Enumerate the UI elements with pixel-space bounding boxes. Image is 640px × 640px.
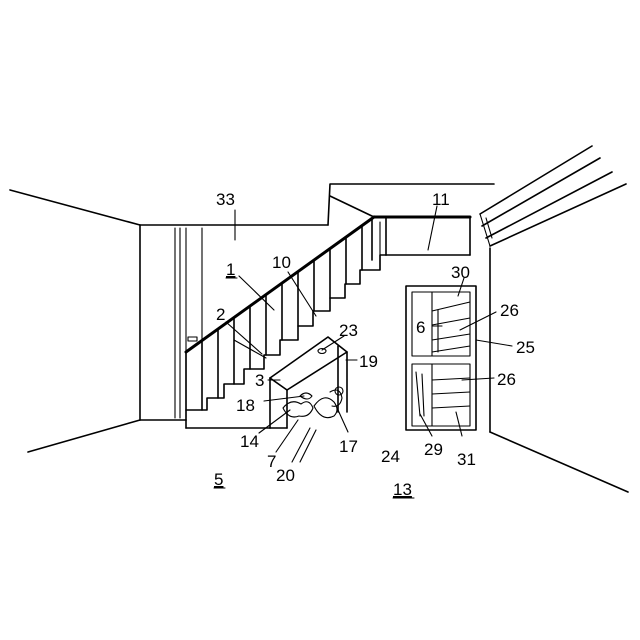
label-5: 5 [214, 470, 223, 489]
label-11: 11 [432, 190, 450, 209]
label-18: 18 [236, 396, 255, 415]
label-13: 13 [393, 480, 412, 499]
label-24: 24 [381, 447, 400, 466]
label-17: 17 [339, 437, 358, 456]
label-6: 6 [416, 318, 425, 337]
handrail [186, 217, 374, 410]
label-20: 20 [276, 466, 295, 485]
label-31: 31 [457, 450, 476, 469]
label-26b: 26 [497, 370, 516, 389]
shelving-unit [406, 286, 476, 430]
label-14: 14 [240, 432, 259, 451]
label-19: 19 [359, 352, 378, 371]
roof-beam [480, 146, 626, 246]
label-23: 23 [339, 321, 358, 340]
label-33: 33 [216, 190, 235, 209]
label-30: 30 [451, 263, 470, 282]
label-3: 3 [255, 371, 264, 390]
label-26a: 26 [500, 301, 519, 320]
stored-items [283, 387, 343, 418]
label-29: 29 [424, 440, 443, 459]
label-10: 10 [272, 253, 291, 272]
label-25: 25 [516, 338, 535, 357]
label-1: 1 [226, 260, 235, 279]
room-walls [10, 184, 628, 492]
label-2: 2 [216, 305, 225, 324]
left-door-frame [175, 228, 202, 418]
